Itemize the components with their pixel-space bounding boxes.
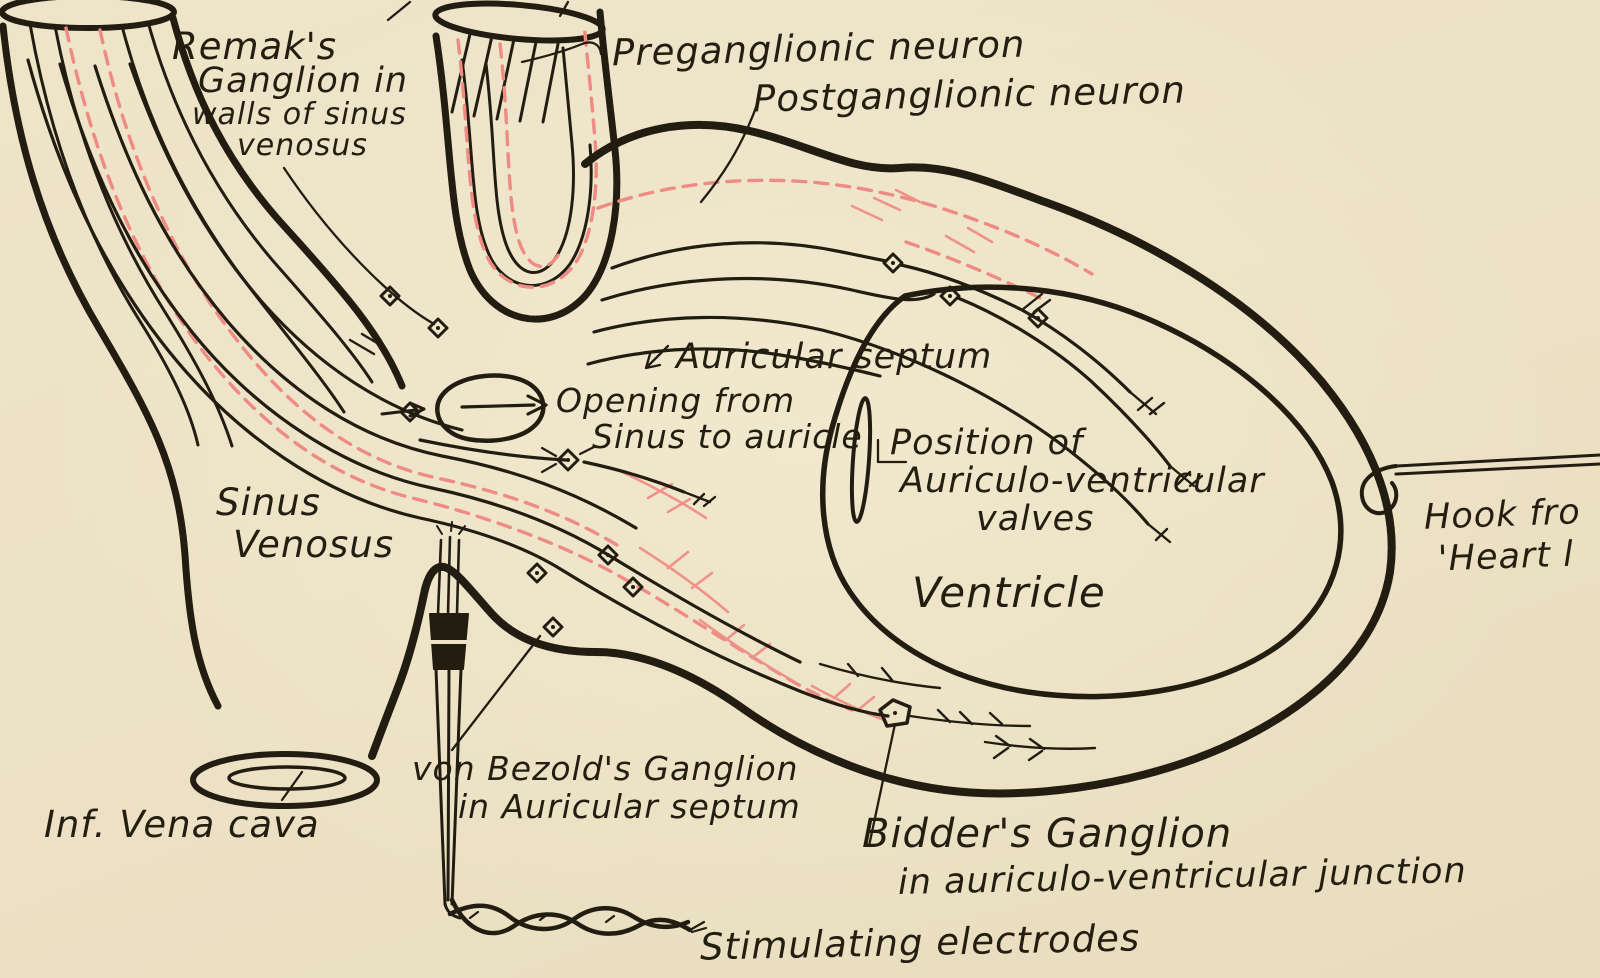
label-preganglionic-neuron: Preganglionic neuron [611, 22, 1026, 75]
label-bezold-line1: von Bezold's Ganglion [412, 749, 799, 788]
label-bidder-line1: Bidder's Ganglion [862, 811, 1233, 857]
label-remak-line3: walls of sinus [192, 97, 407, 132]
label-position-line2: Auriculo-ventricular [900, 461, 1265, 501]
top-left-tick [386, 0, 412, 22]
preganglionic-leader [520, 41, 603, 64]
preganglionic-terminals [616, 188, 994, 722]
label-position-line1: Position of [890, 423, 1084, 463]
label-hook-line2: 'Heart l [1437, 534, 1575, 580]
ventricle-outline [820, 284, 1344, 700]
top-edge-tick [558, 0, 570, 18]
label-sinus-line2: Venosus [233, 523, 394, 566]
label-opening-line2: Sinus to auricle [592, 417, 863, 456]
label-position-line3: valves [976, 499, 1095, 539]
stimulating-electrode [429, 521, 708, 936]
bezold-leader [450, 634, 542, 752]
twisted-wire-pair [447, 897, 708, 936]
heart-lever-hook [1359, 453, 1600, 516]
bidders-ganglion-cell [878, 698, 912, 728]
label-auricular-septum: Auricular septum [676, 337, 993, 377]
label-hook-line1: Hook fro [1423, 492, 1582, 538]
av-valve-lens [849, 396, 873, 524]
label-postganglionic-neuron: Postganglionic neuron [752, 68, 1187, 121]
valve-position-bracket [876, 438, 908, 464]
preganglionic-fibers [64, 22, 1094, 712]
flow-arrow-icon [460, 394, 548, 416]
ganglion-cells [379, 252, 1049, 728]
label-remak-line2: Ganglion in [198, 61, 409, 101]
label-bezold-line2: in Auricular septum [458, 787, 801, 826]
remak-leader [282, 166, 436, 326]
heart-outline [368, 120, 1396, 798]
leader-lines [280, 0, 908, 848]
label-opening-line1: Opening from [556, 381, 796, 420]
label-sinus-line1: Sinus [216, 481, 321, 524]
label-inf-vena-cava: Inf. Vena cava [44, 803, 320, 846]
postganglionic-leader [699, 100, 760, 204]
label-stimulating-electrodes: Stimulating electrodes [699, 916, 1141, 969]
label-remak-line1: Remak's [172, 25, 338, 68]
postganglionic-fibers-lower [26, 58, 890, 718]
label-remak-line4: venosus [237, 128, 368, 163]
nerve-terminals [348, 292, 1204, 762]
ivc-tick [280, 770, 304, 802]
inferior-vena-cava-opening [190, 751, 380, 809]
label-ventricle: Ventricle [912, 568, 1106, 617]
bidder-leader [867, 722, 897, 848]
septum-arrow-icon [644, 344, 670, 370]
